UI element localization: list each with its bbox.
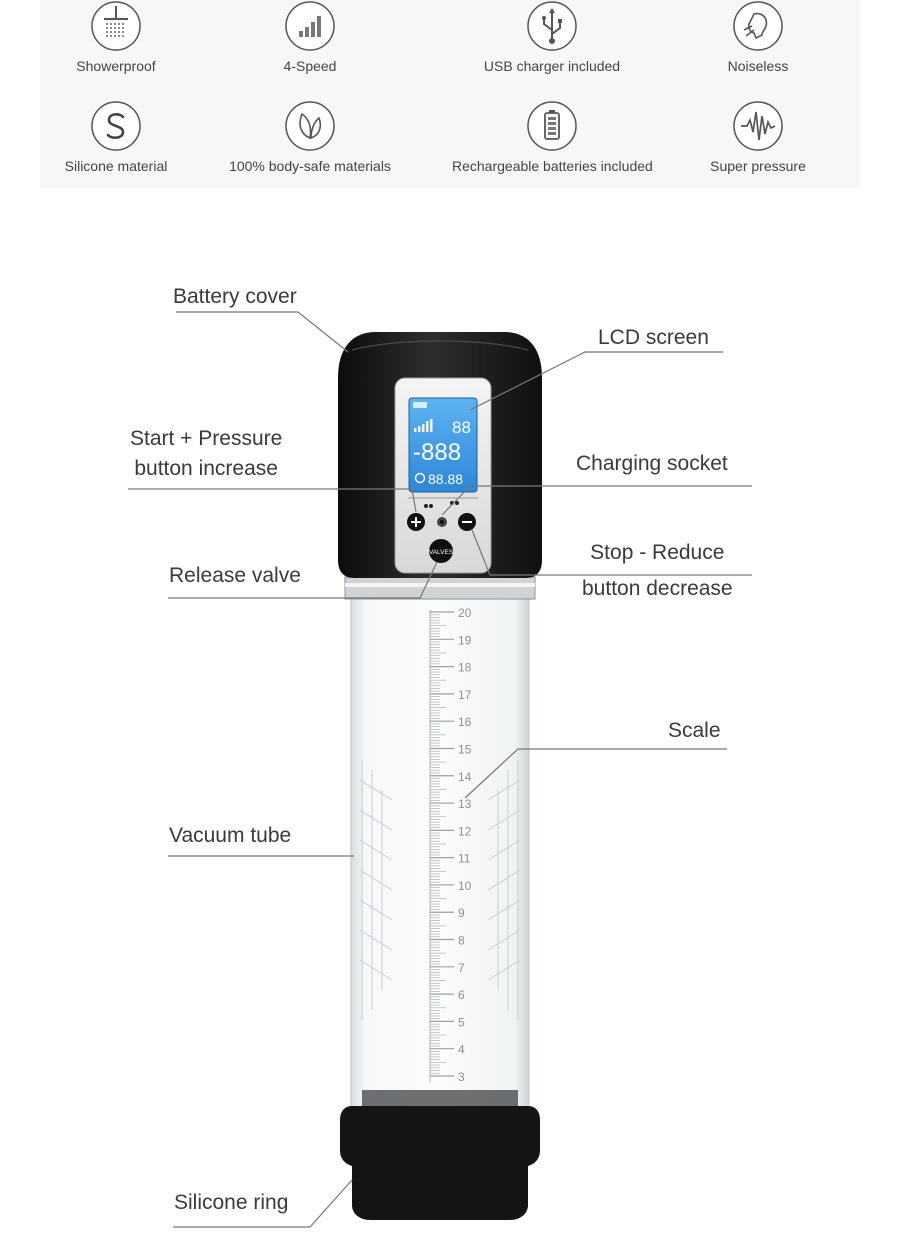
scale-number: 7	[458, 961, 465, 975]
valve-label: VALVES	[429, 549, 454, 556]
silicone-ring	[340, 1106, 540, 1220]
scale-number: 14	[458, 770, 472, 784]
feature-showerproof: Showerproof	[16, 0, 216, 74]
leader-scale	[464, 748, 727, 799]
scale-number: 6	[458, 988, 465, 1002]
callout-start-line1: Start + Pressure	[130, 427, 283, 450]
callout-stop-line2: button decrease	[582, 577, 733, 600]
feature-body-safe: 100% body-safe materials	[210, 100, 410, 174]
scale-number: 3	[458, 1070, 465, 1084]
callout-stop-line1: Stop - Reduce	[590, 541, 725, 564]
battery-icon	[527, 101, 577, 151]
scale-number: 5	[458, 1015, 465, 1029]
callout-stop-button: Stop - Reduce button decrease	[582, 535, 733, 607]
scale-number: 19	[458, 633, 472, 647]
callout-start-line2: button increase	[134, 457, 278, 480]
leader-start-button	[128, 488, 417, 513]
tube-bottom-shadow	[362, 1090, 518, 1106]
waveform-icon	[733, 101, 783, 151]
scale-number: 9	[458, 906, 465, 920]
feature-label: Noiseless	[727, 58, 789, 74]
callout-lcd-screen: LCD screen	[598, 326, 709, 349]
feature-label: Showerproof	[76, 58, 156, 74]
quiet-icon	[733, 1, 783, 51]
lcd-mode-indicator	[413, 402, 427, 408]
release-valve-button[interactable]: VALVES	[429, 539, 454, 563]
callout-silicone-ring: Silicone ring	[174, 1191, 289, 1214]
leader-silicone-ring	[173, 1179, 353, 1228]
feature-rechargeable-batteries: Rechargeable batteries included	[452, 100, 653, 174]
silicone-s-icon	[91, 101, 141, 151]
collar-ring	[344, 576, 536, 600]
lcd-clock-icon	[414, 472, 426, 484]
stop-minus-button[interactable]	[458, 513, 476, 531]
feature-4-speed: 4-Speed	[210, 0, 410, 74]
cap-seam	[351, 340, 529, 351]
feature-silicone-material: Silicone material	[16, 100, 216, 174]
feature-label: Super pressure	[710, 158, 806, 174]
leader-battery-cover	[176, 311, 349, 353]
lcd-bottom-digits: 88.88	[428, 471, 463, 487]
callout-scale: Scale	[668, 719, 721, 742]
scale-number: 16	[458, 715, 472, 729]
feature-label: Rechargeable batteries included	[452, 158, 653, 174]
lcd-top-digits: 88	[452, 418, 471, 437]
leaf-icon	[285, 101, 335, 151]
feature-strip: Showerproof 4-Speed USB charger included	[40, 0, 860, 188]
scale-number: 8	[458, 934, 465, 948]
callout-start-button: Start + Pressure button increase	[130, 424, 282, 484]
callout-battery-cover: Battery cover	[173, 285, 297, 308]
scale-number: 12	[458, 824, 472, 838]
leader-release-valve	[168, 561, 438, 599]
leader-lines	[128, 311, 752, 1228]
scale-number: 17	[458, 688, 472, 702]
feature-noiseless: Noiseless	[658, 0, 858, 74]
collar-highlight	[345, 583, 535, 587]
callout-release-valve: Release valve	[169, 564, 301, 587]
feature-label: 100% body-safe materials	[229, 158, 391, 174]
leader-charging-socket	[441, 485, 752, 516]
leader-lcd-screen	[469, 351, 723, 411]
callout-vacuum-tube: Vacuum tube	[169, 824, 292, 847]
feature-super-pressure: Super pressure	[658, 100, 858, 174]
scale-number: 11	[458, 852, 471, 866]
scale-number: 20	[458, 606, 472, 620]
shower-icon	[91, 1, 141, 51]
speed-levels-icon	[285, 1, 335, 51]
scale-number: 10	[458, 879, 472, 893]
start-plus-button[interactable]	[407, 513, 425, 531]
scale-minor-ticks	[430, 611, 454, 1077]
feature-label: USB charger included	[483, 58, 621, 74]
scale-number: 18	[458, 661, 472, 675]
lcd-middle-digits: -888	[413, 439, 461, 466]
scale-labels: 20 19 18 17 16 15 14 13 12 11 10 9 8 7 6 5 4 3	[458, 606, 472, 1084]
feature-usb-charger: USB charger included	[452, 0, 652, 74]
feature-label: Silicone material	[64, 158, 168, 174]
scale-number: 4	[458, 1043, 465, 1057]
usb-icon	[527, 1, 577, 51]
scale-number: 13	[458, 797, 472, 811]
feature-label: 4-Speed	[283, 58, 337, 74]
scale-number: 15	[458, 742, 472, 756]
leader-stop-button	[471, 529, 752, 576]
charging-socket[interactable]	[437, 517, 447, 527]
callout-charging-socket: Charging socket	[576, 452, 728, 475]
lcd-signal-bars	[414, 419, 433, 432]
